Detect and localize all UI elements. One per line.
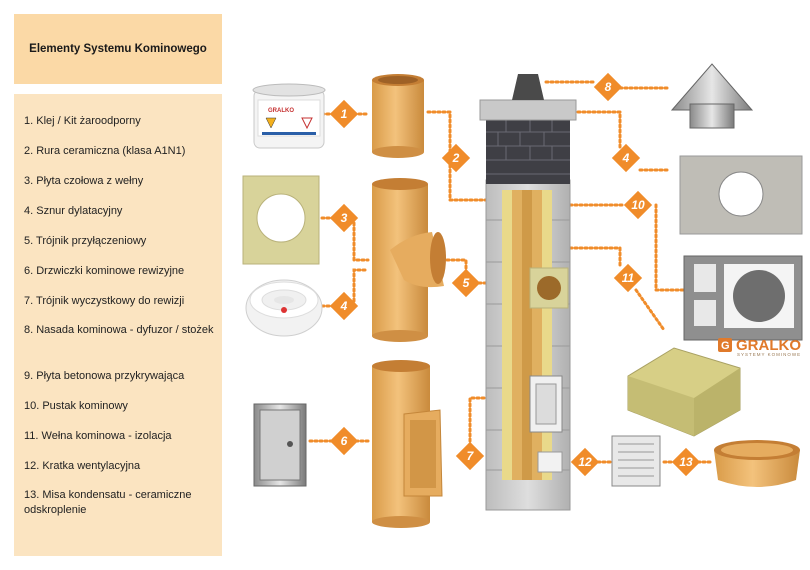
- legend-item-6: 6. Drzwiczki kominowe rewizyjne: [24, 265, 185, 277]
- svg-text:7: 7: [467, 449, 475, 463]
- legend-item-13: 13. Misa kondensatu - ceramiczne odskrop…: [24, 489, 192, 516]
- svg-text:2: 2: [452, 151, 460, 165]
- logo-name: GRALKO: [736, 337, 801, 354]
- marker-7: 7: [455, 441, 485, 471]
- marker-10: 10: [623, 190, 653, 220]
- legend-item-9: 9. Płyta betonowa przykrywająca: [24, 370, 185, 382]
- page-title: Elementy Systemu Kominowego: [29, 43, 207, 55]
- marker-12: 12: [570, 447, 600, 477]
- svg-text:3: 3: [341, 211, 348, 225]
- heat-resistant-sealant-tub: GRALKO: [252, 83, 326, 149]
- tub-brand-label: GRALKO: [268, 108, 294, 114]
- svg-text:6: 6: [341, 434, 348, 448]
- legend-item-5: 5. Trójnik przyłączeniowy: [24, 235, 147, 247]
- chimney-column: [479, 74, 577, 511]
- gralko-logo: G GRALKO SYSTEMY KOMINOWE: [718, 337, 801, 357]
- svg-text:12: 12: [578, 455, 592, 469]
- marker-1: 1: [329, 99, 359, 129]
- ventilation-grille: [611, 435, 661, 487]
- legend-item-2: 2. Rura ceramiczna (klasa A1N1): [24, 145, 186, 157]
- marker-5: 5: [451, 268, 481, 298]
- svg-text:G: G: [721, 340, 730, 352]
- marker-4-right: 4: [611, 143, 641, 173]
- legend-item-11: 11. Wełna kominowa - izolacja: [24, 430, 172, 442]
- ceramic-pipe-short: [372, 74, 424, 158]
- chimney-block: [683, 255, 803, 341]
- logo-subtitle: SYSTEMY KOMINOWE: [737, 352, 801, 357]
- marker-13: 13: [671, 447, 701, 477]
- legend-item-3: 3. Płyta czołowa z wełny: [24, 175, 144, 187]
- marker-6: 6: [329, 426, 359, 456]
- marker-2: 2: [441, 143, 471, 173]
- svg-text:4: 4: [340, 299, 348, 313]
- svg-text:13: 13: [679, 455, 693, 469]
- concrete-cover-plate: [679, 155, 803, 235]
- svg-text:8: 8: [605, 80, 612, 94]
- cleanout-tee: [372, 360, 443, 528]
- inspection-door: [253, 403, 307, 487]
- legend-item-12: 12. Kratka wentylacyjna: [24, 460, 141, 472]
- marker-11: 11: [613, 263, 643, 293]
- connection-tee: [372, 178, 446, 342]
- svg-text:1: 1: [341, 107, 348, 121]
- legend-panel: 1. Klej / Kit żaroodporny 2. Rura cerami…: [14, 94, 222, 556]
- legend-item-1: 1. Klej / Kit żaroodporny: [24, 115, 141, 127]
- svg-text:10: 10: [631, 198, 645, 212]
- legend-item-7: 7. Trójnik wyczystkowy do rewizji: [24, 295, 185, 307]
- wool-front-plate: [242, 175, 320, 265]
- chimney-cap-diffuser: [670, 63, 754, 129]
- title-panel: Elementy Systemu Kominowego: [14, 14, 222, 84]
- legend-item-4: 4. Sznur dylatacyjny: [24, 205, 123, 217]
- svg-text:11: 11: [622, 271, 635, 285]
- legend-item-10: 10. Pustak kominowy: [24, 400, 128, 412]
- svg-text:5: 5: [463, 276, 470, 290]
- marker-4-left: 4: [329, 291, 359, 321]
- expansion-rope-roll: [245, 279, 323, 337]
- legend-item-8: 8. Nasada kominowa - dyfuzor / stożek: [24, 324, 214, 336]
- svg-text:4: 4: [622, 151, 630, 165]
- marker-8: 8: [593, 72, 623, 102]
- condensate-bowl: [714, 440, 800, 487]
- mineral-wool-insulation: [627, 347, 741, 437]
